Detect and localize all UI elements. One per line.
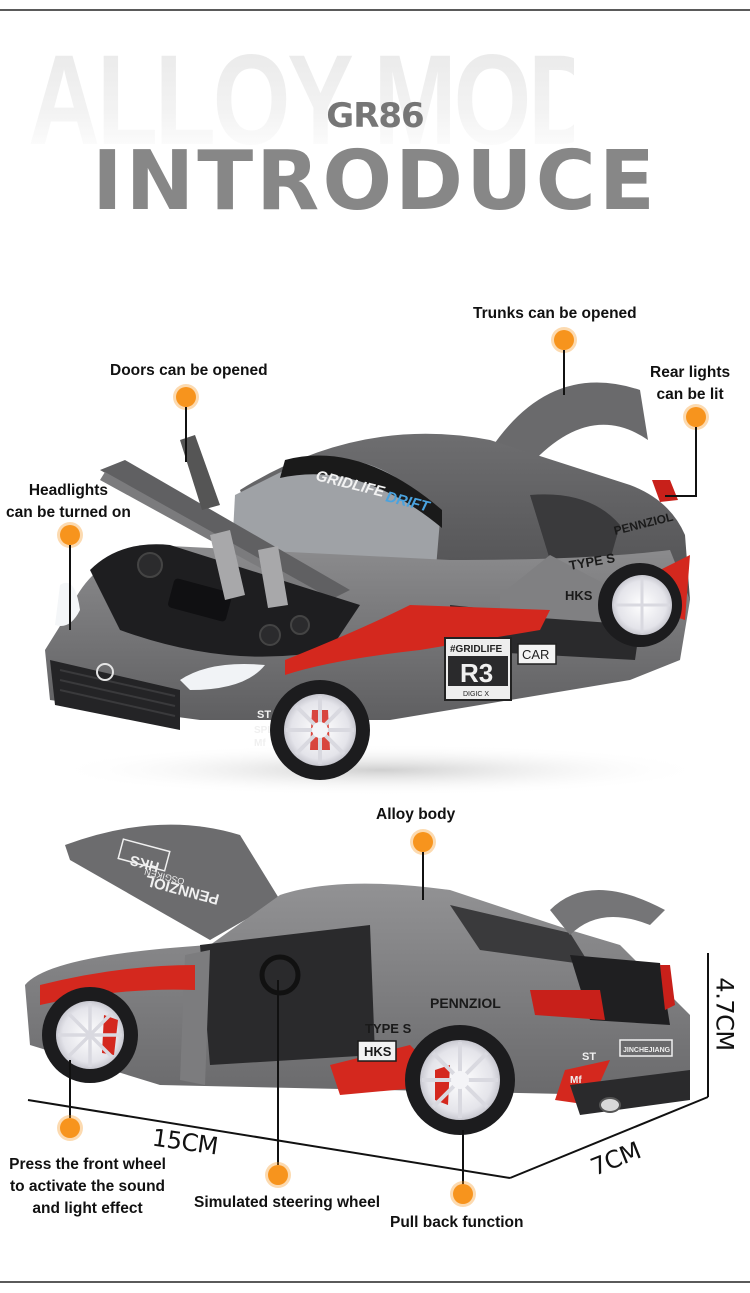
alloy-body-callout-line [422, 852, 424, 900]
rear-plate: JINCHEJIANG [623, 1047, 671, 1054]
door-decal-r3: R3 [460, 658, 493, 688]
callout-pullback-label: Pull back function [390, 1214, 524, 1231]
headlights-callout-line [69, 545, 71, 630]
callout-front-wheel-label: Press the front wheel to activate the so… [5, 1154, 170, 1220]
rear-lights-line2: can be lit [656, 386, 724, 403]
headlights-callout-dot [60, 525, 80, 545]
door-decal-digic: DIGIC X [463, 691, 489, 698]
callout-doors-label: Doors can be opened [110, 362, 268, 379]
callout-headlights-label: Headlights can be turned on [6, 480, 131, 524]
bottom-car-image: PENNZIOL HKS OSGIKEN PENNZIOL TYPE S HKS… [25, 824, 690, 1135]
rear-lights-line1: Rear lights [650, 364, 731, 381]
rear-lights-callout-line-h [665, 495, 697, 497]
bottom-divider [0, 1281, 750, 1283]
decal-mf: Mf [254, 738, 266, 749]
callout-trunks-label: Trunks can be opened [473, 305, 637, 322]
top-divider [0, 9, 750, 11]
front-wheel-line3: and light effect [32, 1200, 143, 1217]
callout-rear-lights-label: Rear lights can be lit [650, 362, 730, 406]
front-wheel-callout-line [69, 1060, 71, 1118]
decal-st: ST [257, 709, 271, 721]
door-decal-car: CAR [522, 647, 549, 662]
door-decal-gridlife: #GRIDLIFE [450, 644, 503, 655]
side-decal-types: TYPE S [365, 1021, 412, 1036]
steering-callout-dot [268, 1165, 288, 1185]
alloy-body-callout-dot [413, 832, 433, 852]
page-title: INTRODUCE [92, 134, 658, 229]
pullback-callout-dot [453, 1184, 473, 1204]
hood-decal-hks: HKS [128, 852, 161, 875]
decal-hks: HKS [565, 588, 593, 603]
trunks-callout-line [563, 350, 565, 395]
front-wheel-callout-dot [60, 1118, 80, 1138]
headlights-line1: Headlights [28, 482, 109, 499]
side-decal-pennziol: PENNZIOL [430, 995, 501, 1011]
front-wheel-line2: to activate the sound [9, 1178, 166, 1195]
doors-callout-line [185, 407, 187, 462]
side-decal-hks: HKS [364, 1044, 392, 1059]
callout-alloy-body-label: Alloy body [376, 806, 456, 823]
pullback-callout-line [462, 1130, 464, 1185]
dimension-height: 4.7CM [710, 977, 739, 1051]
callout-steering-label: Simulated steering wheel [194, 1194, 381, 1211]
model-name: GR86 [326, 96, 424, 136]
dimension-lines [27, 953, 709, 1179]
headlights-line2: can be turned on [6, 504, 131, 521]
top-car-image: GRIDLIFE DRIFT #GRIDLIFE R3 DIGIC X CAR … [45, 382, 710, 796]
front-wheel-line1: Press the front wheel [9, 1156, 166, 1173]
steering-callout-line [277, 980, 279, 1165]
decal-spl: SPL [254, 725, 273, 736]
trunks-callout-dot [554, 330, 574, 350]
rear-decal-st: ST [582, 1051, 596, 1063]
doors-callout-dot [176, 387, 196, 407]
rear-lights-callout-dot [686, 407, 706, 427]
rear-decal-mf: Mf [570, 1075, 582, 1086]
rear-lights-callout-line-v [695, 427, 697, 497]
